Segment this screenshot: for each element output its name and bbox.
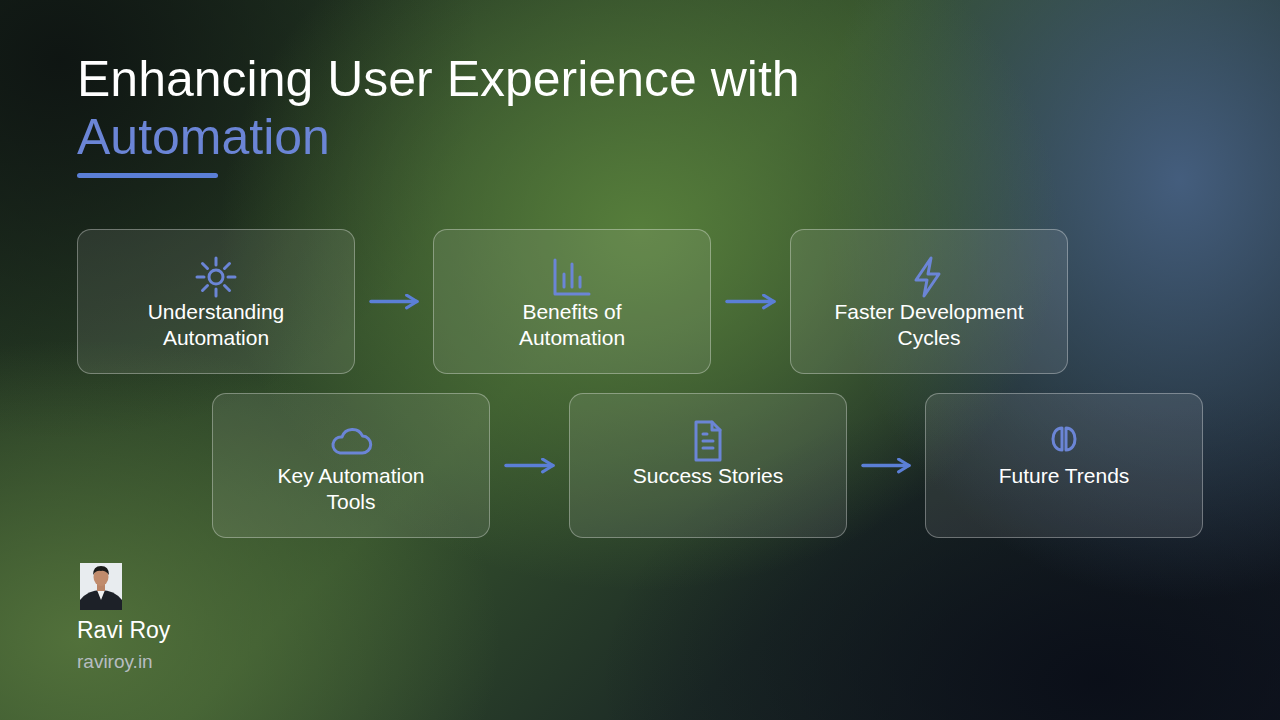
author-website: raviroy.in xyxy=(77,651,153,673)
bar-chart-icon xyxy=(555,260,589,294)
topic-box: Faster Development Cycles xyxy=(790,229,1068,374)
topic-box: Benefits of Automation xyxy=(433,229,711,374)
topic-label: Success Stories xyxy=(583,463,833,489)
flow-arrow xyxy=(863,464,909,468)
title-underline xyxy=(77,173,218,178)
flow-arrow xyxy=(727,300,774,304)
topic-box: Key Automation Tools xyxy=(212,393,490,538)
topic-label: Understanding Automation xyxy=(134,299,299,351)
flow-arrow xyxy=(371,300,417,304)
topic-label: Key Automation Tools xyxy=(259,463,444,515)
flow-arrow xyxy=(506,464,553,468)
topic-label: Future Trends xyxy=(939,463,1189,489)
topic-label: Faster Development Cycles xyxy=(814,299,1044,351)
topic-box: Success Stories xyxy=(569,393,847,538)
topic-box: Understanding Automation xyxy=(77,229,355,374)
author-name: Ravi Roy xyxy=(77,617,170,644)
lightning-icon xyxy=(916,258,939,296)
cloud-icon xyxy=(333,429,371,453)
topic-label: Benefits of Automation xyxy=(497,299,647,351)
slide-title: Enhancing User Experience with Automatio… xyxy=(77,50,867,166)
sun-icon xyxy=(197,258,235,296)
brain-icon xyxy=(1053,428,1075,450)
topic-box: Future Trends xyxy=(925,393,1203,538)
author-avatar xyxy=(80,563,122,610)
document-icon xyxy=(696,422,720,460)
